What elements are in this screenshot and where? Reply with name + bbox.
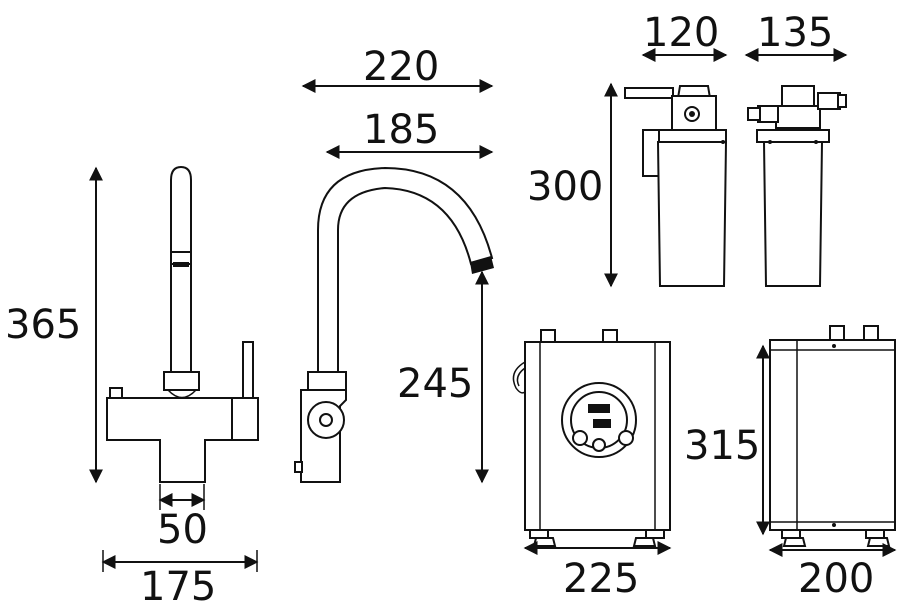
tank-front-view xyxy=(512,329,671,547)
dim-tank-width: 225 xyxy=(563,556,639,602)
dim-tank-depth: 200 xyxy=(798,556,874,602)
dim-spout-inner: 185 xyxy=(363,107,439,153)
dim-tap-height: 365 xyxy=(5,302,81,348)
dim-tank-height: 315 xyxy=(684,423,760,469)
tap-front-view xyxy=(106,165,259,483)
dim-spout-height: 245 xyxy=(397,361,473,407)
tank-side-view xyxy=(769,325,896,547)
filter-front-view xyxy=(747,85,847,287)
filter-side-view xyxy=(624,85,728,287)
dim-filter-width-front: 135 xyxy=(757,10,833,56)
tap-side-view xyxy=(294,166,494,483)
dim-tap-base-width: 175 xyxy=(140,564,216,606)
dim-spout-reach: 220 xyxy=(363,44,439,90)
dim-tap-lever-width: 50 xyxy=(157,507,208,553)
dim-filter-height: 300 xyxy=(527,164,603,210)
dim-filter-width-side: 120 xyxy=(643,10,719,56)
